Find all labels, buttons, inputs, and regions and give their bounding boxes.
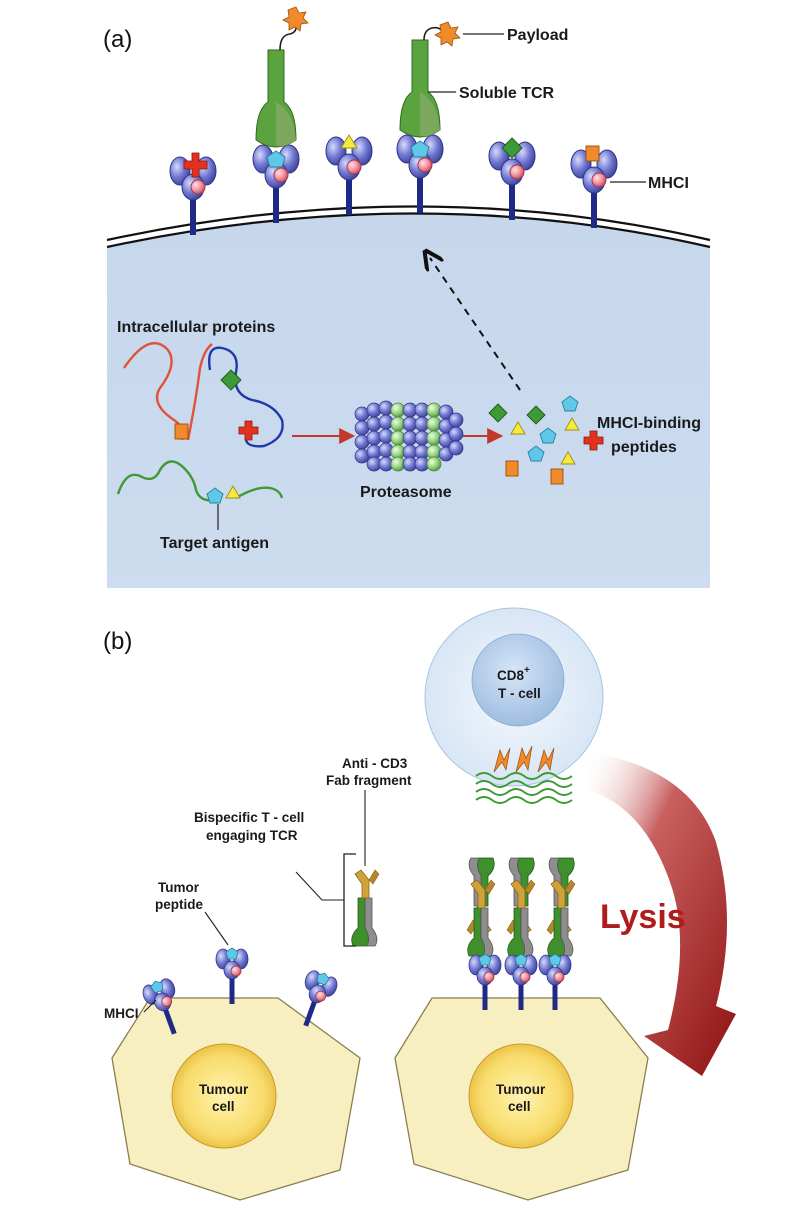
label-anti-cd3-1: Anti - CD3: [342, 756, 408, 771]
panel-b-letter: (b): [103, 628, 132, 655]
mhc-molecule-1: [169, 152, 217, 236]
label-intracellular-proteins: Intracellular proteins: [117, 319, 275, 336]
bispecific-leader: [295, 871, 344, 901]
tcell-label-cd8: CD8+: [497, 665, 530, 683]
target-antigen-triangle: [225, 485, 241, 499]
tumour-right-label-1: Tumour: [496, 1082, 546, 1097]
bound-bispecific-tcrs: [467, 879, 576, 957]
label-target-antigen: Target antigen: [160, 535, 269, 552]
mhc-molecule-2: [252, 144, 300, 224]
peptide-orange-protein: [174, 423, 189, 440]
export-arrow: [430, 258, 521, 391]
target-antigen-pentagon: [206, 487, 224, 504]
label-mhci-a: MHCI: [648, 175, 689, 192]
label-mhci-binding-1: MHCI-binding: [597, 415, 701, 432]
mhc-molecule-4: [396, 134, 444, 214]
peptide-green-protein: [220, 369, 242, 391]
label-payload: Payload: [507, 27, 568, 44]
label-bispecific-1: Bispecific T - cell: [194, 810, 304, 825]
label-proteasome: Proteasome: [360, 484, 452, 501]
lysis-arrow: [588, 752, 736, 1076]
label-soluble-tcr: Soluble TCR: [459, 85, 555, 102]
bispecific-tcr-free: [351, 869, 380, 947]
label-lysis: Lysis: [600, 898, 686, 936]
label-anti-cd3-2: Fab fragment: [326, 773, 412, 788]
mhc-molecule-5: [488, 137, 536, 221]
free-peptides: [488, 395, 604, 485]
panel-a-letter: (a): [103, 26, 132, 53]
tumour-left-label-2: cell: [212, 1099, 235, 1114]
mhc-molecule-6: [570, 145, 618, 229]
tumour-left-label-1: Tumour: [199, 1082, 249, 1097]
tcell-label-t: T - cell: [498, 686, 541, 701]
cd3-complexes: [475, 745, 573, 804]
cd8-t-cell: CD8+ T - cell: [424, 607, 604, 787]
mhc-left-2: [215, 947, 249, 1005]
label-bispecific-2: engaging TCR: [206, 828, 298, 843]
cell-interior: [107, 213, 710, 588]
label-mhci-b: MHCI: [104, 1006, 139, 1021]
soluble-tcr-2: [399, 21, 461, 138]
label-tumor-peptide-2: peptide: [155, 897, 203, 912]
label-tumor-peptide-1: Tumor: [158, 880, 200, 895]
mhc-molecule-3: [325, 134, 373, 216]
tumour-right-label-2: cell: [508, 1099, 531, 1114]
proteasome: [354, 400, 464, 472]
protein-green-target: [116, 460, 284, 502]
tumour-cell-left: Tumour cell: [111, 997, 361, 1201]
protein-blue: [208, 346, 284, 448]
peptide-red-cross-protein: [238, 420, 259, 441]
tumour-cell-right: Tumour cell: [394, 997, 649, 1201]
label-mhci-binding-2: peptides: [611, 439, 677, 456]
soluble-tcr-1: [255, 6, 309, 148]
